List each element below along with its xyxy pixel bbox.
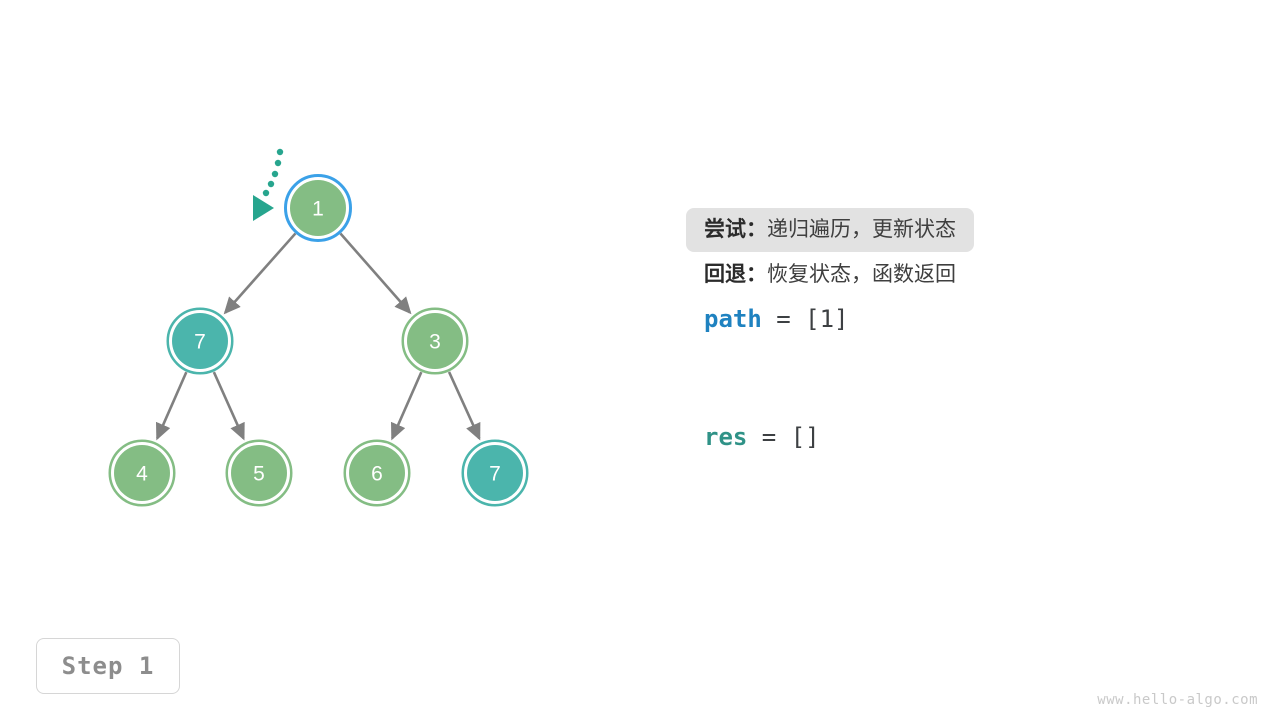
node-circle	[172, 313, 228, 369]
try-label: 尝试：	[704, 218, 767, 241]
panel-line-try: 尝试：递归遍历，更新状态	[686, 208, 1246, 253]
pointer-dot	[274, 159, 282, 167]
tree-node-1: 1	[284, 174, 352, 242]
path-state-line: path = [1]	[686, 304, 1246, 334]
tree-edge	[391, 371, 423, 441]
node-highlight-ring	[284, 174, 352, 242]
node-ring	[461, 439, 529, 507]
pointer-dot	[262, 189, 270, 197]
node-circle	[407, 313, 463, 369]
tree-node-7: 7	[461, 439, 529, 507]
try-line: 尝试：递归遍历，更新状态	[686, 208, 974, 252]
step-badge-label: Step 1	[61, 652, 155, 680]
pointer-arrow-icon	[253, 195, 274, 221]
pointer-dot	[276, 148, 284, 156]
tree-edge	[223, 232, 297, 315]
tree-node-4: 4	[108, 439, 176, 507]
tree-edge	[156, 371, 188, 441]
path-variable-value: = [1]	[761, 305, 849, 333]
node-circle	[231, 445, 287, 501]
backtrack-line: 回退：恢复状态，函数返回	[686, 253, 974, 297]
node-circle	[467, 445, 523, 501]
tree-edge	[339, 232, 412, 315]
try-value: 递归遍历，更新状态	[767, 218, 956, 241]
node-ring	[225, 439, 293, 507]
tree-node-7: 7	[166, 307, 234, 375]
tree-node-5: 5	[225, 439, 293, 507]
res-variable-name: res	[704, 423, 748, 451]
pointer-dot	[267, 180, 275, 188]
tree-node-3: 3	[401, 307, 469, 375]
pointer-dot	[271, 170, 279, 178]
node-ring	[108, 439, 176, 507]
site-watermark: www.hello-algo.com	[1097, 692, 1258, 708]
tree-node-6: 6	[343, 439, 411, 507]
tree-edge	[447, 371, 481, 441]
path-variable-name: path	[704, 305, 762, 333]
node-ring	[166, 307, 234, 375]
node-circle	[114, 445, 170, 501]
res-state-line: res = []	[686, 422, 1246, 452]
tree-edge	[212, 371, 245, 441]
panel-line-backtrack: 回退：恢复状态，函数返回	[686, 253, 1246, 298]
state-panel: 尝试：递归遍历，更新状态 回退：恢复状态，函数返回 path = [1] res…	[686, 208, 1246, 452]
res-variable-value: = []	[747, 423, 820, 451]
recursion-entry-pointer	[253, 148, 284, 221]
backtrack-label: 回退：	[704, 263, 767, 286]
node-circle	[290, 180, 346, 236]
node-ring	[401, 307, 469, 375]
node-ring	[343, 439, 411, 507]
step-badge: Step 1	[36, 638, 180, 694]
tree-edges	[156, 232, 481, 441]
backtrack-value: 恢复状态，函数返回	[767, 263, 956, 286]
node-circle	[349, 445, 405, 501]
